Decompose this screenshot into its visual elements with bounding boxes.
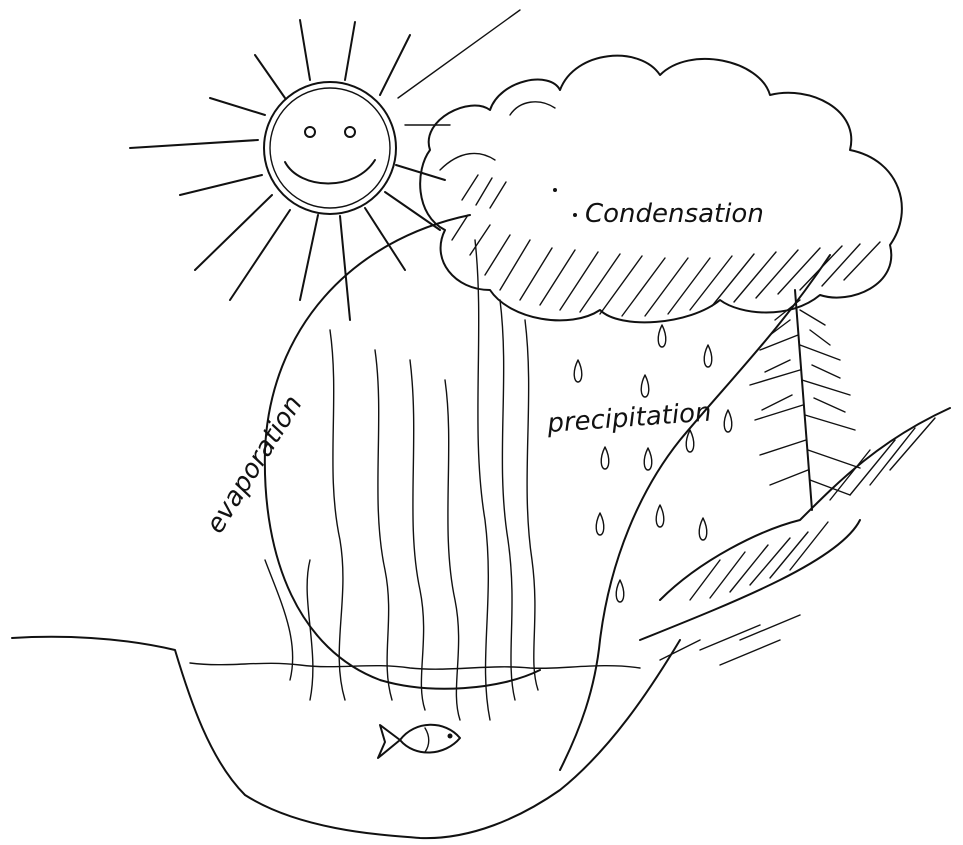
precipitation-path xyxy=(560,255,830,770)
evaporation-lines xyxy=(265,240,538,720)
raindrop-icon xyxy=(724,410,732,432)
evaporation-label: evaporation xyxy=(200,390,308,538)
raindrop-icon xyxy=(601,447,609,469)
sun-icon xyxy=(130,10,520,320)
raindrop-icon xyxy=(644,448,652,470)
raindrop-icon xyxy=(616,580,624,602)
raindrop-icon xyxy=(699,518,707,540)
evaporation-loop xyxy=(265,215,540,689)
fish-icon xyxy=(378,725,460,758)
raindrop-icon xyxy=(656,505,664,527)
raindrop-icon xyxy=(704,345,712,367)
raindrop-icon xyxy=(686,430,694,452)
condensation-label: Condensation xyxy=(585,199,764,229)
raindrops xyxy=(574,325,732,602)
ground xyxy=(12,637,680,838)
raindrop-icon xyxy=(596,513,604,535)
raindrop-icon xyxy=(658,325,666,347)
raindrop-icon xyxy=(641,375,649,397)
raindrop-icon xyxy=(574,360,582,382)
precipitation-label: precipitation xyxy=(545,398,712,439)
cloud-icon xyxy=(420,56,902,323)
